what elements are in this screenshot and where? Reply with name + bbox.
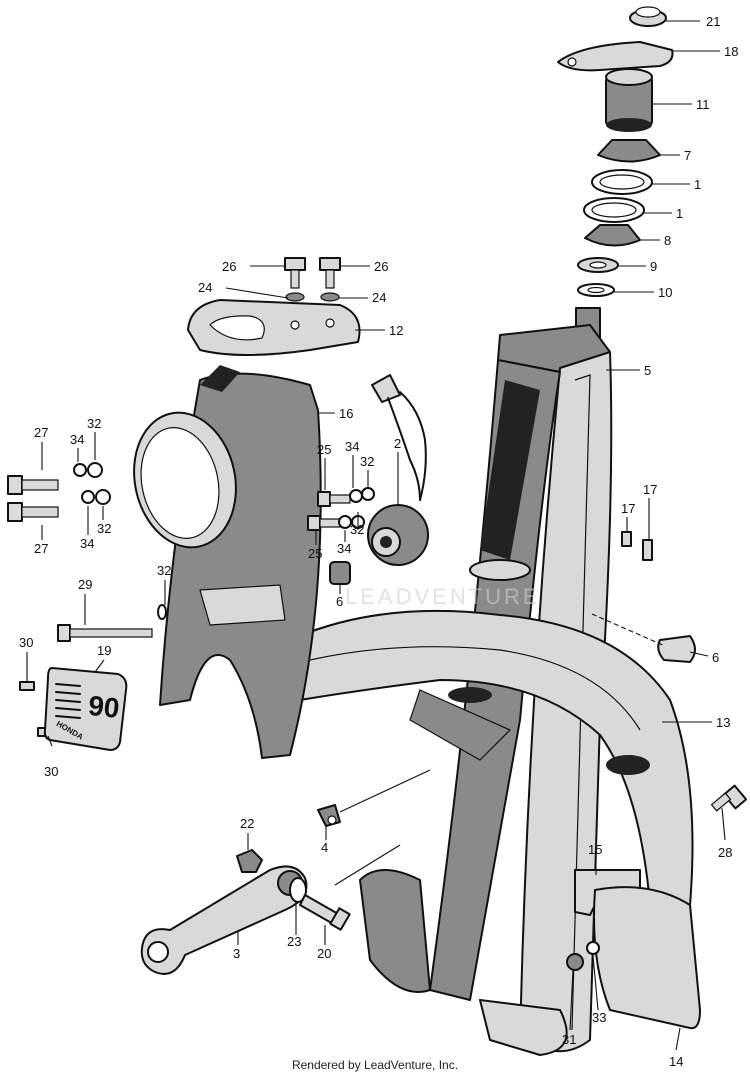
label-27-bottom: 27 — [34, 541, 48, 556]
bolt-28 — [710, 784, 748, 812]
washer-10 — [577, 283, 615, 297]
label-25-top: 25 — [317, 442, 331, 457]
label-23: 23 — [287, 934, 301, 949]
label-29: 29 — [78, 577, 92, 592]
washer-24-left — [285, 292, 305, 302]
label-17-right: 17 — [643, 482, 657, 497]
bolt-26-right — [319, 257, 341, 289]
label-8: 8 — [664, 233, 671, 248]
steel-ball-1b — [583, 197, 645, 223]
label-3: 3 — [233, 946, 240, 961]
label-13: 13 — [716, 715, 730, 730]
bolt-26-left — [284, 257, 306, 289]
label-26-right: 26 — [374, 259, 388, 274]
screw-30-top — [19, 681, 35, 691]
label-5: 5 — [644, 363, 651, 378]
label-32-topleft: 32 — [87, 416, 101, 431]
label-2: 2 — [394, 436, 401, 451]
label-12: 12 — [389, 323, 403, 338]
meter-bracket-12 — [187, 299, 361, 356]
label-11: 11 — [696, 97, 710, 112]
label-7: 7 — [684, 148, 691, 163]
label-21: 21 — [706, 14, 720, 29]
bolt-20 — [299, 894, 351, 931]
mud-flap-14 — [593, 886, 701, 1030]
label-18: 18 — [724, 44, 738, 59]
cap-nut-6-right — [657, 635, 696, 663]
screws-17 — [621, 531, 653, 561]
dust-seal-9 — [577, 257, 619, 273]
label-28: 28 — [718, 845, 732, 860]
label-32-bottomleft: 32 — [97, 521, 111, 536]
label-15: 15 — [588, 842, 602, 857]
bracket-4 — [317, 804, 341, 827]
bolt-27-top — [7, 475, 59, 495]
label-34-lower: 34 — [337, 541, 351, 556]
label-17-left: 17 — [621, 501, 635, 516]
part-labels: 21 18 11 7 1 1 8 9 10 26 26 24 24 12 5 1… — [19, 14, 738, 1069]
steering-nut-21 — [629, 6, 667, 27]
label-20: 20 — [317, 946, 331, 961]
bolt-31-washer-33 — [566, 941, 600, 971]
top-cone-race-11 — [605, 68, 653, 132]
label-4: 4 — [321, 840, 328, 855]
label-14: 14 — [669, 1054, 683, 1069]
washers-34-32 — [73, 462, 111, 505]
label-22: 22 — [240, 816, 254, 831]
label-27-top: 27 — [34, 425, 48, 440]
top-ball-race-7 — [597, 139, 661, 163]
label-24-left: 24 — [198, 280, 212, 295]
washer-23 — [289, 877, 307, 903]
washer-32-bolt — [157, 604, 167, 620]
label-32-bolt: 32 — [157, 563, 171, 578]
label-26-left: 26 — [222, 259, 236, 274]
label-33: 33 — [592, 1010, 606, 1025]
label-32-mid: 32 — [360, 454, 374, 469]
bolt-27-bottom — [7, 502, 59, 522]
label-10: 10 — [658, 285, 672, 300]
label-16: 16 — [339, 406, 353, 421]
long-bolt-29 — [57, 624, 153, 642]
nameplate-19: 90 HONDA — [43, 667, 128, 751]
arm-3 — [140, 865, 308, 975]
nut-22 — [236, 849, 263, 873]
nut-6-left — [329, 561, 351, 585]
washer-24-right — [320, 292, 340, 302]
label-30-bottom: 30 — [44, 764, 58, 779]
bolt-25-top — [317, 487, 375, 507]
label-30-top: 30 — [19, 635, 33, 650]
label-1b: 1 — [676, 206, 683, 221]
steel-ball-1a — [591, 169, 653, 195]
render-credit: Rendered by LeadVenture, Inc. — [291, 1058, 459, 1072]
leader-lines — [26, 20, 726, 1051]
label-6-left: 6 — [336, 594, 343, 609]
label-6-right: 6 — [712, 650, 719, 665]
label-9: 9 — [650, 259, 657, 274]
headlight-case-16 — [133, 365, 322, 759]
bottom-cone-race-8 — [584, 224, 641, 247]
label-1a: 1 — [694, 177, 701, 192]
lock-plate-18 — [557, 41, 674, 72]
label-34-bottomleft: 34 — [80, 536, 94, 551]
front-fender-13 — [289, 609, 694, 906]
nameplate-number: 90 — [87, 690, 121, 724]
label-32-lower: 32 — [350, 522, 364, 537]
watermark: LEADVENTURE — [345, 584, 541, 609]
label-31: 31 — [562, 1032, 576, 1047]
label-24-right: 24 — [372, 290, 386, 305]
switch-2 — [367, 374, 429, 566]
label-19: 19 — [97, 643, 111, 658]
label-34-mid: 34 — [345, 439, 359, 454]
label-25-bottom: 25 — [308, 546, 322, 561]
label-34-topleft: 34 — [70, 432, 84, 447]
